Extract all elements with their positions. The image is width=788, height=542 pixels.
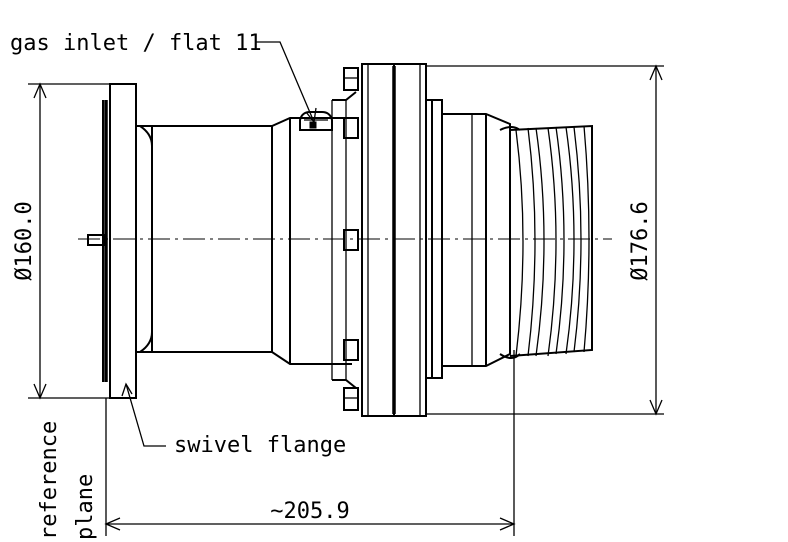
flange-bolts (343, 67, 359, 411)
connector-body (136, 91, 357, 389)
gas-inlet-leader (256, 41, 317, 124)
swivel-flange-leader (121, 382, 166, 447)
right-diameter-label: Ø176.6 (628, 201, 653, 280)
corrugated-cable (499, 124, 593, 359)
swivel-flange-label: swivel flange (174, 433, 346, 458)
adapter-rings (425, 99, 511, 379)
reference-plane-label-line1: reference (37, 421, 62, 540)
gas-inlet-label: gas inlet / flat 11 (10, 31, 262, 56)
left-diameter-label: Ø160.0 (12, 201, 37, 280)
overall-length-dimension (104, 350, 516, 536)
right-diameter-dimension (426, 64, 664, 416)
clamp-flange (361, 63, 427, 417)
swivel-flange (87, 83, 137, 399)
gas-inlet-nut (299, 111, 333, 131)
overall-length-label: ~205.9 (270, 499, 349, 524)
left-diameter-dimension (28, 82, 110, 400)
reference-plane-label-line2: plane (73, 474, 98, 540)
